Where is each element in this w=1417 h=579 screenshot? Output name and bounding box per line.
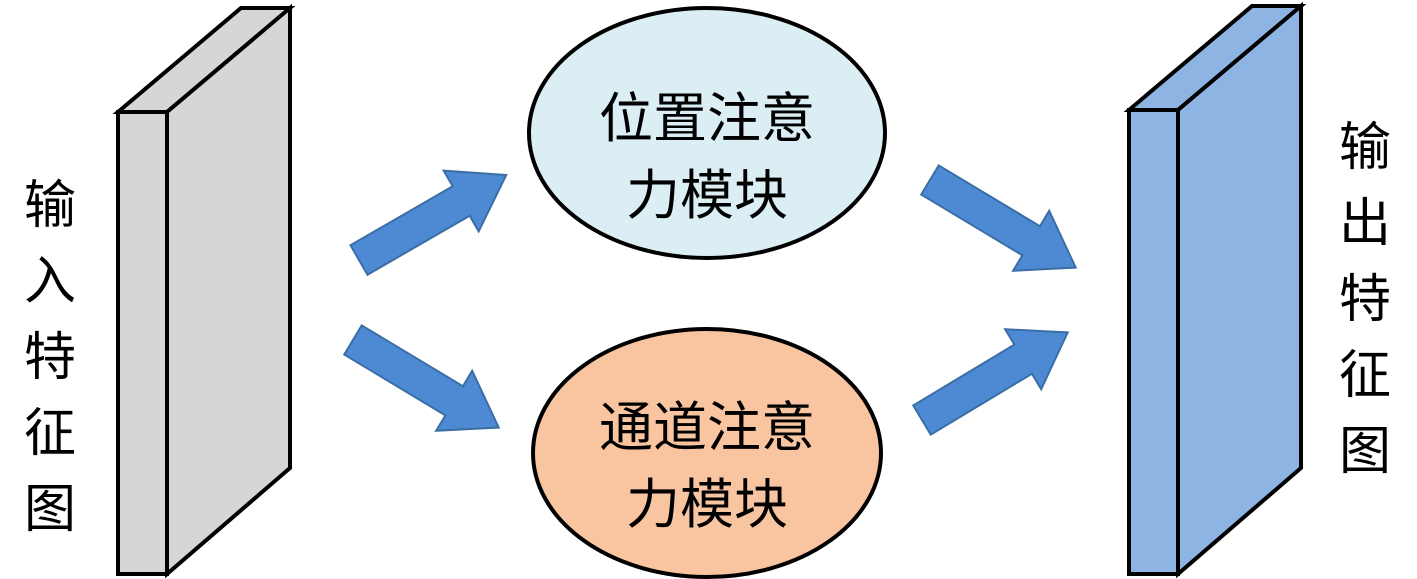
input-feature-map-front-face: [116, 110, 169, 576]
output-feature-map-label-char-2: 出: [1339, 194, 1391, 254]
position-attention-module-ellipse: [527, 6, 887, 260]
output-feature-map-label-char-4: 征: [1339, 346, 1391, 406]
channel-attention-module-ellipse: [531, 327, 883, 579]
block-arrow-icon-input-to-position: [349, 169, 508, 277]
input-feature-map-label: 输 入 特 征 图: [24, 176, 76, 540]
output-feature-map-label-char-3: 特: [1339, 270, 1391, 330]
output-feature-map-label-char-5: 图: [1339, 422, 1391, 482]
flow-arrows: [342, 164, 1078, 436]
input-feature-map-label-char-4: 征: [24, 404, 76, 464]
block-arrow-icon-channel-to-output: [911, 328, 1070, 436]
input-feature-map-label-char-5: 图: [24, 480, 76, 540]
input-feature-map: [112, 3, 296, 579]
position-attention-module-label-line1: 位置注意: [599, 87, 815, 150]
output-feature-map: [1123, 1, 1307, 579]
position-attention-module-label-line2: 力模块: [626, 164, 788, 227]
block-arrow-icon-position-to-output: [919, 164, 1078, 272]
output-feature-map-label: 输 出 特 征 图: [1339, 118, 1391, 482]
input-feature-map-label-char-1: 输: [24, 176, 76, 236]
channel-attention-module-label-line2: 力模块: [626, 473, 788, 536]
output-feature-map-label-char-1: 输: [1339, 118, 1391, 178]
input-feature-map-label-char-2: 入: [24, 252, 76, 312]
block-arrow-icon-input-to-channel: [342, 324, 501, 432]
input-feature-map-label-char-3: 特: [24, 328, 76, 388]
channel-attention-module-label-line1: 通道注意: [599, 396, 815, 459]
output-feature-map-front-face: [1127, 108, 1180, 576]
